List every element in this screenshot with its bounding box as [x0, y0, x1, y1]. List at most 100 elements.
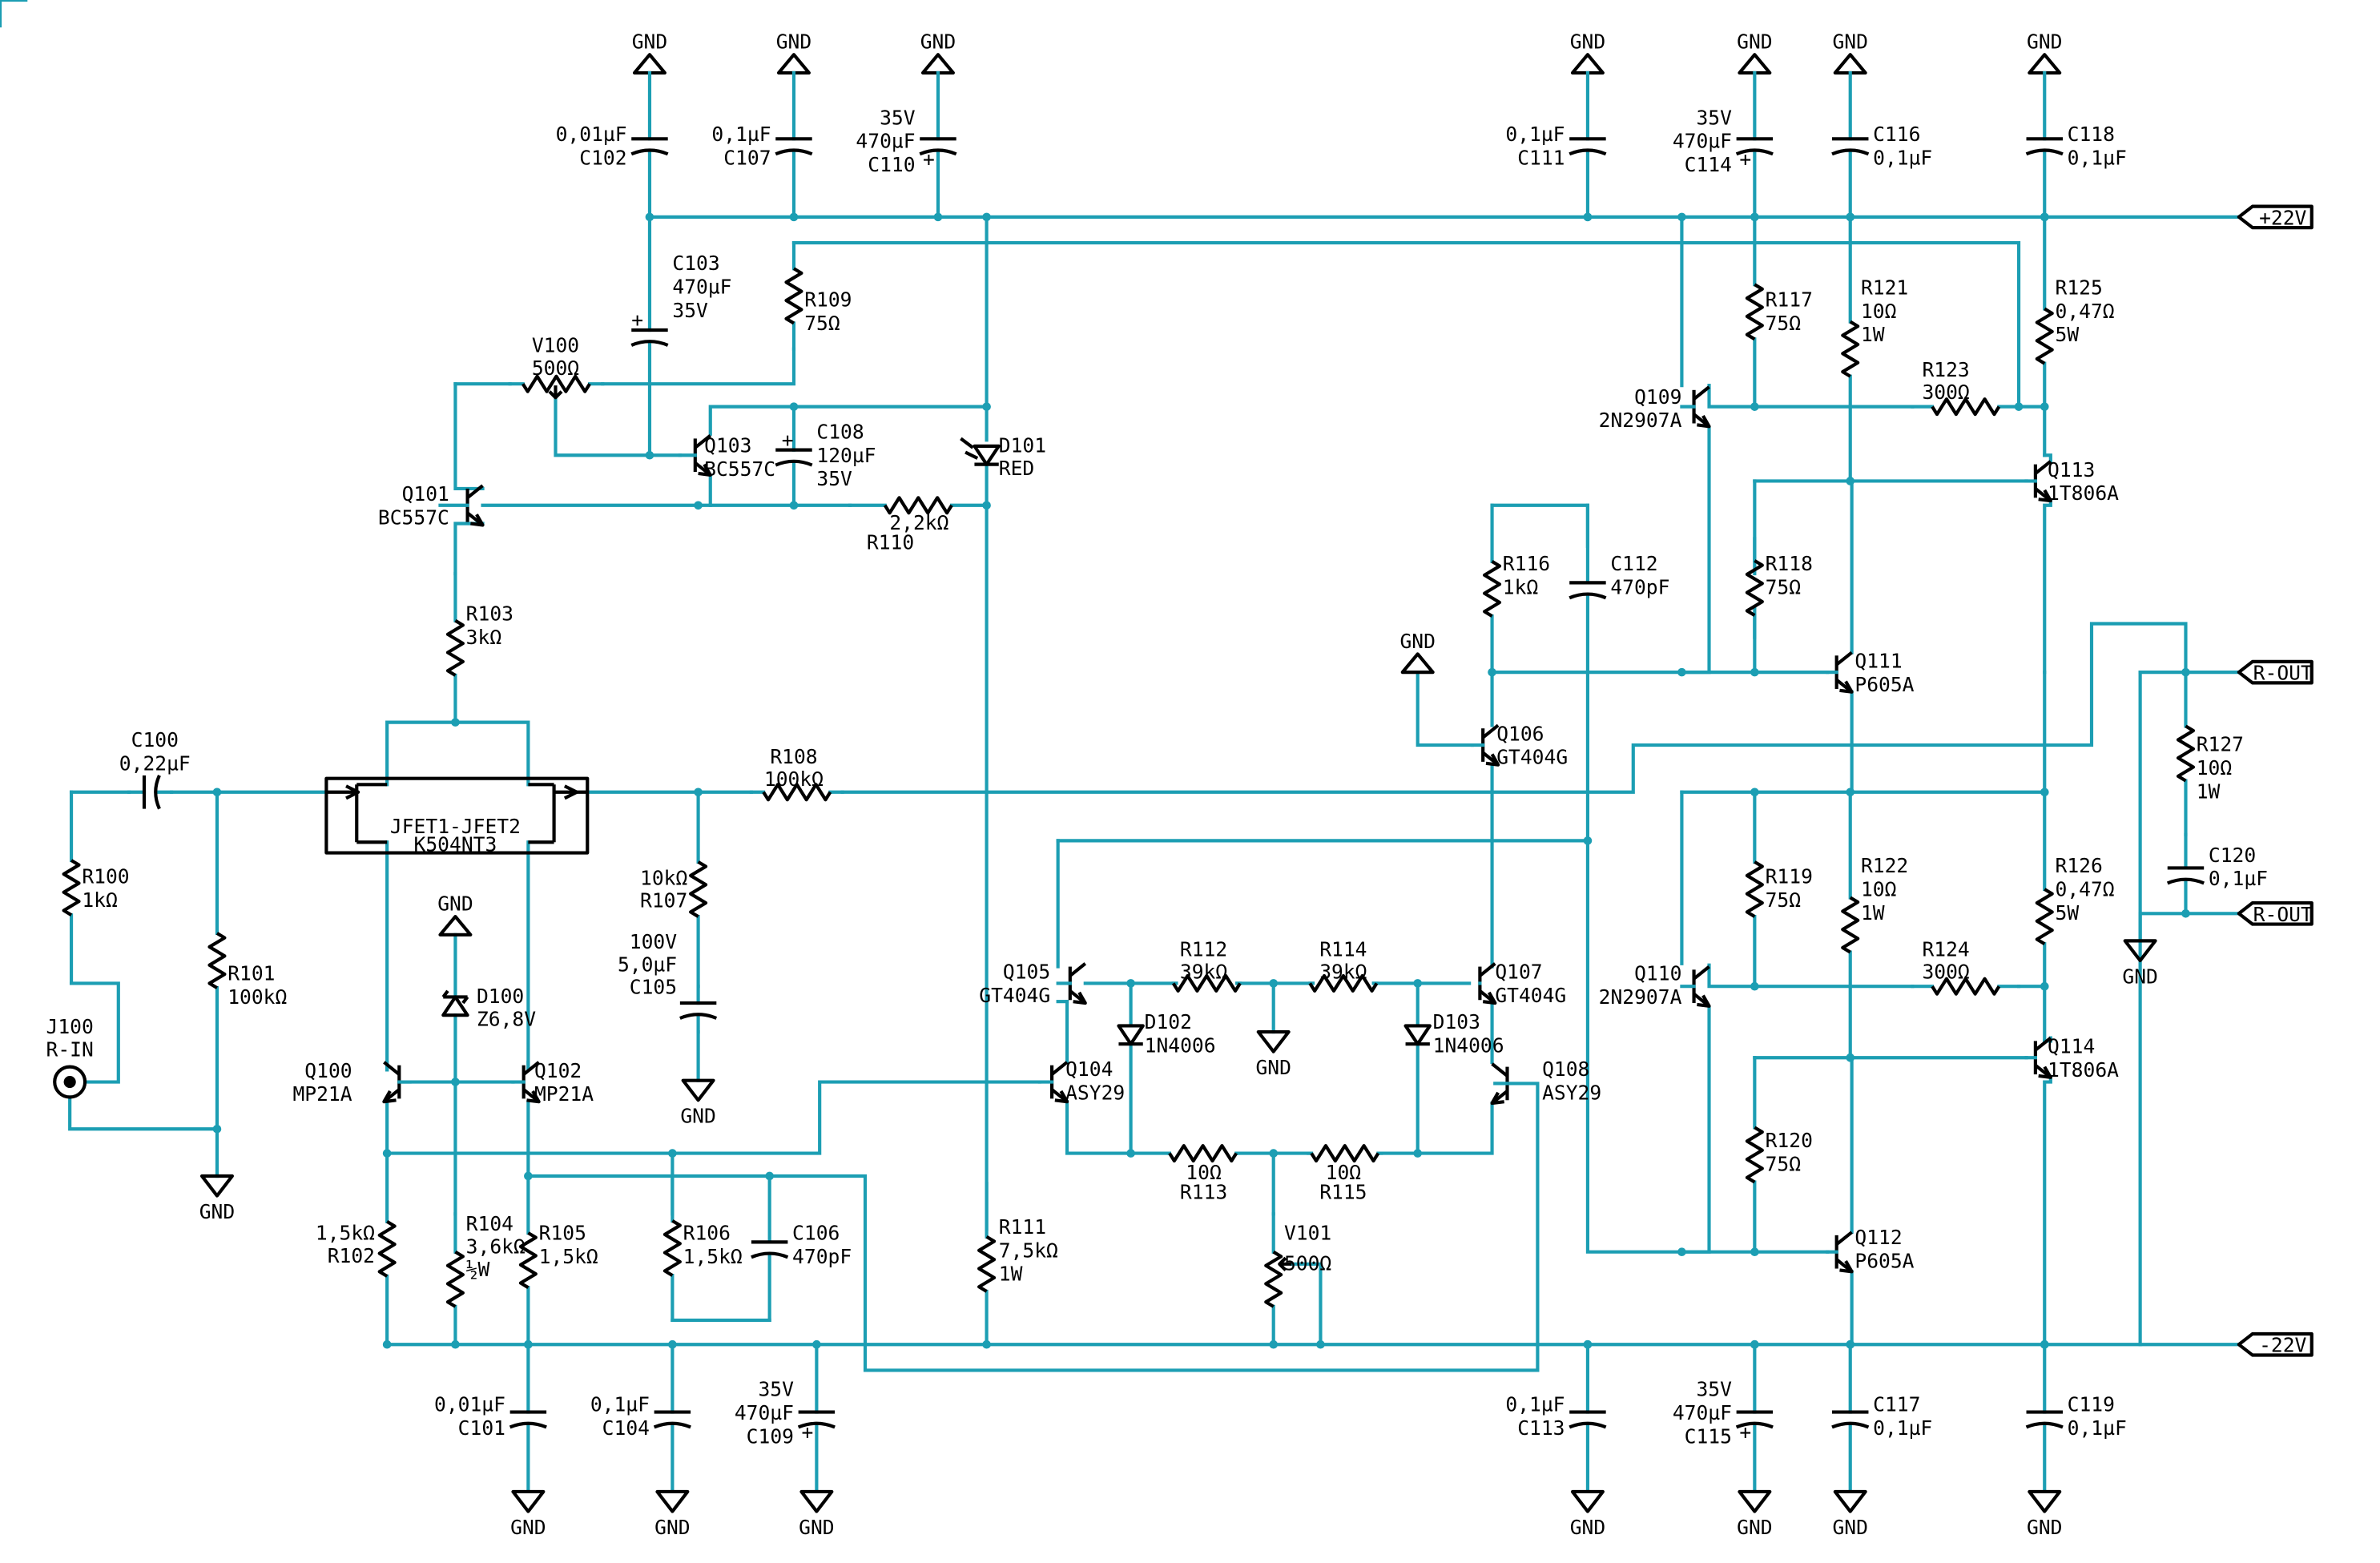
- c113-ref: C113: [1517, 1416, 1565, 1440]
- gnd-label: GND: [799, 1516, 834, 1539]
- c102-ref: C102: [579, 147, 626, 170]
- c115-value: 470µF: [1673, 1401, 1732, 1424]
- r100-ref: R100: [82, 864, 129, 888]
- capacitor-c109: +: [797, 1343, 836, 1494]
- c100-value: 0,22µF: [119, 751, 191, 775]
- c106-ref: C106: [792, 1222, 840, 1245]
- q103-value: BC557C: [704, 457, 775, 481]
- pot-wiper-v100: [548, 385, 563, 400]
- port-rout-1: R-OUT: [2237, 659, 2314, 685]
- c103-ref: C103: [672, 252, 719, 275]
- c119-ref: C119: [2068, 1393, 2115, 1416]
- q111-ref: Q111: [1854, 649, 1902, 672]
- c101-ref: C101: [458, 1416, 505, 1440]
- c105-ref: C105: [630, 976, 677, 999]
- transistor-q106: [1470, 723, 1500, 767]
- capacitor-c117: [1831, 1343, 1870, 1494]
- transistor-q103: [678, 434, 712, 477]
- capacitor-c120: [2166, 832, 2205, 916]
- r118-value: 75Ω: [1766, 576, 1801, 599]
- c115-rating: 35V: [1696, 1378, 1732, 1401]
- c101-value: 0,01µF: [434, 1393, 505, 1416]
- r116-value: 1kΩ: [1503, 576, 1538, 599]
- transistor-q108: [1490, 1062, 1509, 1106]
- r111-value: 7,5kΩ: [999, 1239, 1058, 1262]
- gnd-label: GND: [680, 1105, 715, 1128]
- corner-mark: [0, 0, 28, 28]
- q108-ref: Q108: [1542, 1057, 1589, 1081]
- capacitor-c100: [127, 775, 174, 810]
- capacitor-c116: [1831, 70, 1870, 219]
- wires: [68, 212, 2241, 1372]
- ground-symbol: GND: [2027, 1489, 2062, 1539]
- c107-ref: C107: [723, 147, 771, 170]
- r109-ref: R109: [804, 288, 852, 312]
- transistor-q109: [1680, 385, 1711, 429]
- q113-value: 1T806A: [2048, 481, 2119, 505]
- ground-symbol: GND: [799, 1489, 835, 1539]
- ground-symbol: GND: [680, 1078, 716, 1128]
- r127-value: 10Ω: [2197, 756, 2232, 779]
- ground-symbol: GND: [1570, 1489, 1605, 1539]
- ground-symbol: GND: [1399, 630, 1436, 675]
- resistor-r110: [848, 496, 989, 515]
- jack-j100[interactable]: [53, 1065, 87, 1099]
- r121-value: 10Ω: [1861, 300, 1896, 323]
- r105-value: 1,5kΩ: [539, 1245, 598, 1268]
- labels: 0,01µFC1020,1µFC10735V470µFC1100,1µFC111…: [46, 106, 2268, 1448]
- capacitor-c101: [509, 1343, 547, 1494]
- jfet-ref: JFET1-JFET2: [390, 815, 521, 838]
- port-rout-2: R-OUT: [2237, 900, 2314, 926]
- r124-ref: R124: [1922, 937, 1969, 961]
- polarity-plus: +: [1739, 147, 1751, 171]
- c120-value: 0,1µF: [2209, 867, 2268, 890]
- transistor-q113: [2024, 460, 2052, 503]
- ground-symbol: GND: [199, 1174, 235, 1223]
- transistor-q102: [511, 1061, 541, 1104]
- gnd-label: GND: [1399, 630, 1435, 653]
- polarity-plus: +: [923, 147, 935, 171]
- q100-ref: Q100: [304, 1059, 352, 1082]
- c108-value: 120µF: [816, 444, 876, 467]
- q110-value: 2N2907A: [1599, 985, 1682, 1009]
- resistor-r112: [1171, 973, 1242, 993]
- polarity-plus: +: [1739, 1421, 1751, 1444]
- resistor-r101: [207, 790, 227, 1131]
- r120-value: 75Ω: [1766, 1152, 1801, 1175]
- r119-value: 75Ω: [1766, 888, 1801, 912]
- q112-value: P605A: [1854, 1250, 1914, 1273]
- c109-rating: 35V: [759, 1378, 795, 1401]
- d100-ref: D100: [477, 985, 524, 1008]
- r118-ref: R118: [1766, 552, 1813, 575]
- q113-ref: Q113: [2048, 458, 2095, 481]
- r106-value: 1,5kΩ: [683, 1245, 743, 1268]
- r125-ref: R125: [2056, 276, 2103, 299]
- c116-value: 0,1µF: [1873, 147, 1932, 170]
- j100-name: R-IN: [46, 1037, 94, 1061]
- r122-ref: R122: [1861, 854, 1908, 877]
- c117-ref: C117: [1873, 1393, 1920, 1416]
- resistor-r107: [689, 790, 708, 989]
- capacitor-c114: +: [1735, 70, 1774, 219]
- transistor-q105: [1056, 962, 1087, 1005]
- r119-ref: R119: [1766, 864, 1813, 888]
- r115-ref: R115: [1319, 1180, 1367, 1203]
- resistor-r120: [1745, 1056, 1764, 1254]
- gnd-label: GND: [437, 892, 473, 916]
- gnd-label: GND: [1255, 1056, 1291, 1079]
- ground-symbol: GND: [1737, 30, 1773, 75]
- diode-d101: [960, 437, 1001, 466]
